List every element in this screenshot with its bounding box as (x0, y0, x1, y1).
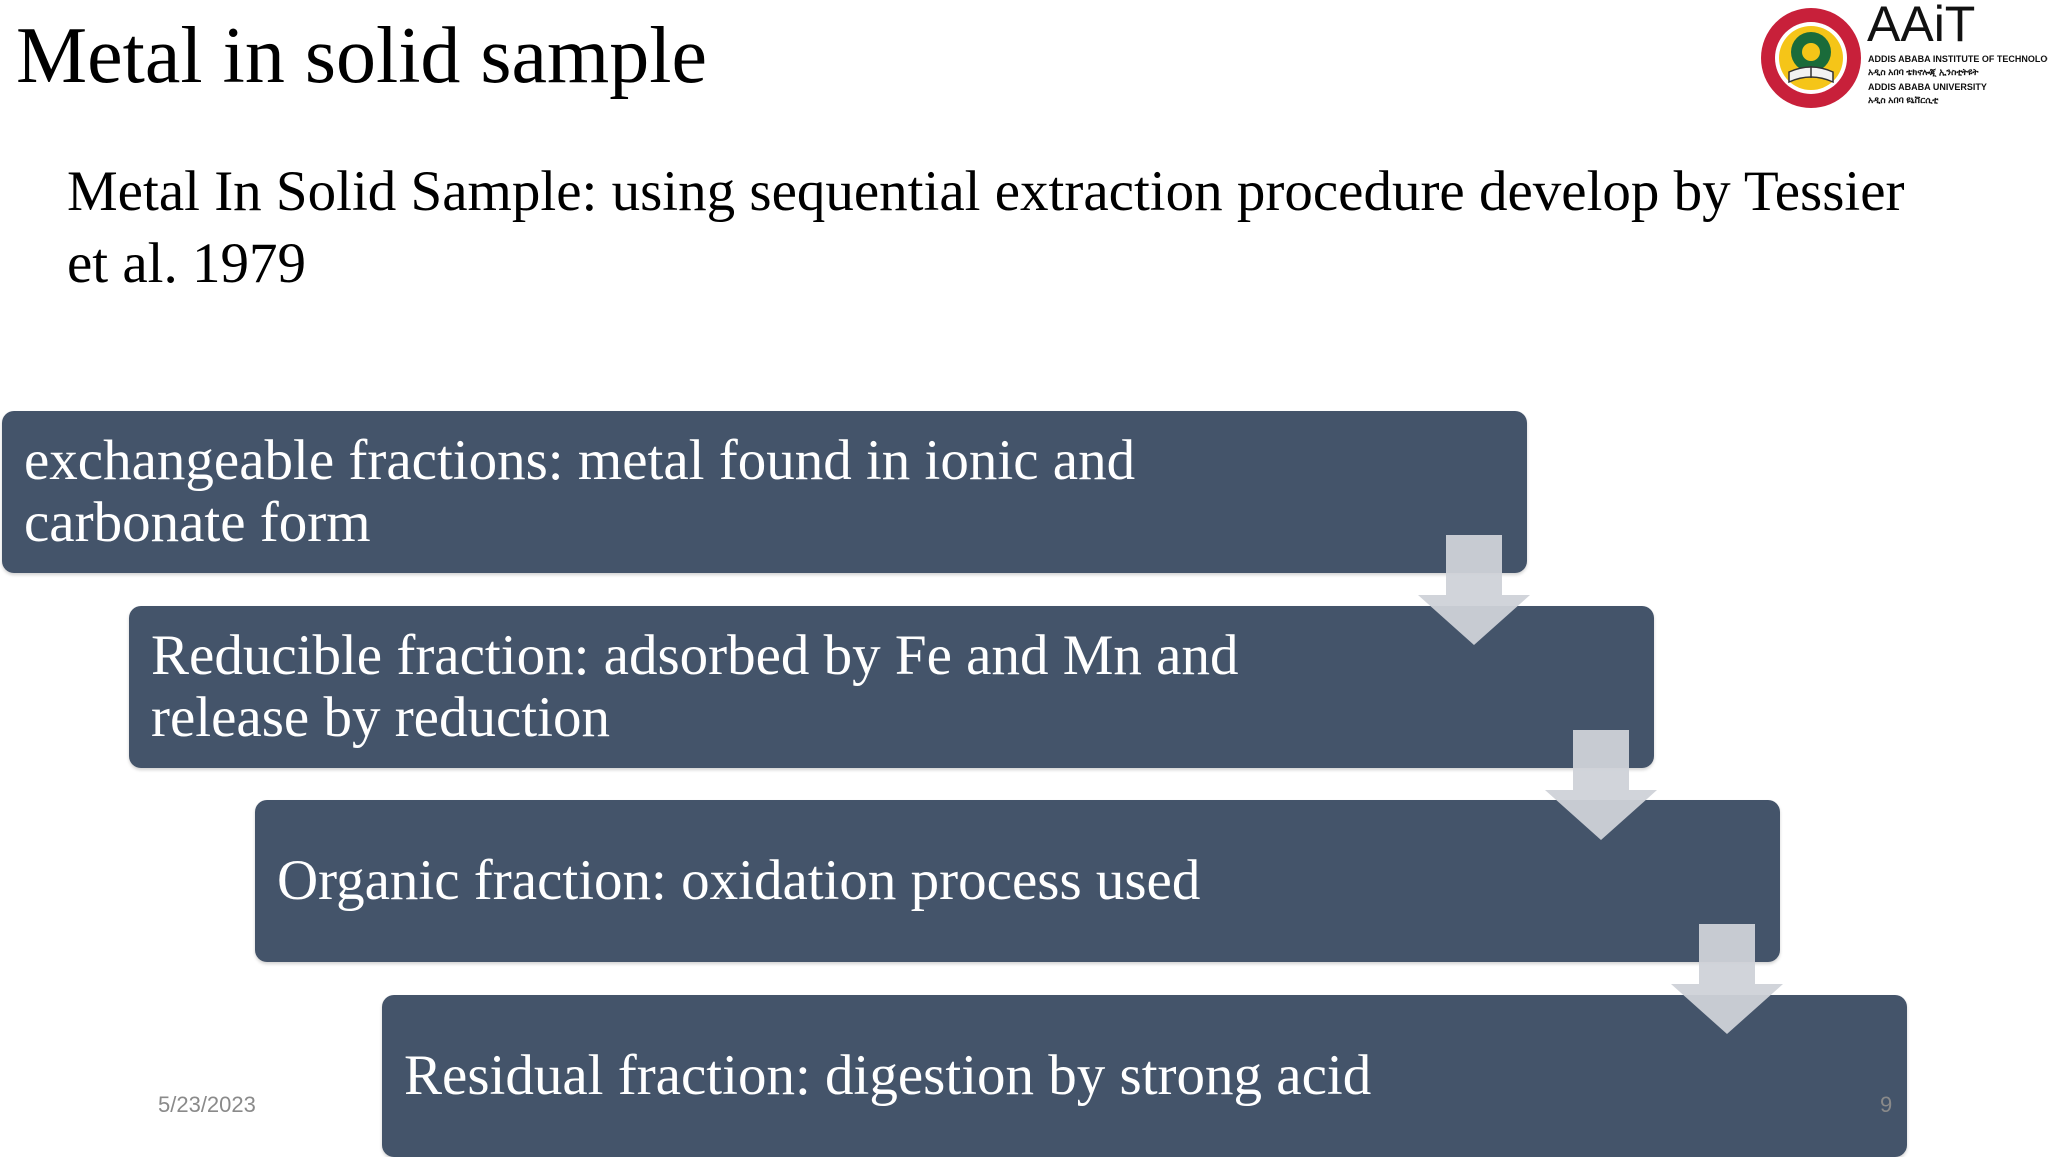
down-arrow-icon (1671, 924, 1783, 1034)
step-box-organic: Organic fraction: oxidation process used (255, 800, 1780, 962)
logo-line: አዲስ አበባ ቴክኖሎጂ ኢንስቲትዩት (1868, 67, 1979, 77)
down-arrow-icon (1418, 535, 1530, 645)
logo-text: AAiT ADDIS ABABA INSTITUTE OF TECHNOLOGY… (1865, 0, 2048, 112)
step-label: Residual fraction: digestion by strong a… (404, 1044, 1372, 1107)
step-box-exchangeable: exchangeable fractions: metal found in i… (2, 411, 1527, 573)
aait-logo: AAiT ADDIS ABABA INSTITUTE OF TECHNOLOGY… (1755, 0, 2048, 112)
down-arrow-icon (1545, 730, 1657, 840)
slide-page-number: 9 (1880, 1092, 1893, 1117)
step-label: exchangeable fractions: metal found in i… (24, 429, 1136, 554)
logo-line: ADDIS ABABA INSTITUTE OF TECHNOLOGY (1868, 54, 2048, 64)
slide-subtitle: Metal In Solid Sample: using sequential … (67, 160, 1905, 295)
step-label: Reducible fraction: adsorbed by Fe and M… (151, 624, 1239, 749)
university-seal-icon (1761, 8, 1861, 108)
step-label: Organic fraction: oxidation process used (277, 849, 1201, 912)
logo-line: አዲስ አበባ ዩኒቨርሲቲ (1868, 95, 1939, 105)
logo-line: ADDIS ABABA UNIVERSITY (1868, 82, 1987, 92)
step-box-residual: Residual fraction: digestion by strong a… (382, 995, 1907, 1157)
slide-date: 5/23/2023 (158, 1092, 256, 1117)
step-box-reducible: Reducible fraction: adsorbed by Fe and M… (129, 606, 1654, 768)
logo-abbreviation: AAiT (1867, 0, 1976, 52)
slide-title: Metal in solid sample (16, 12, 708, 100)
